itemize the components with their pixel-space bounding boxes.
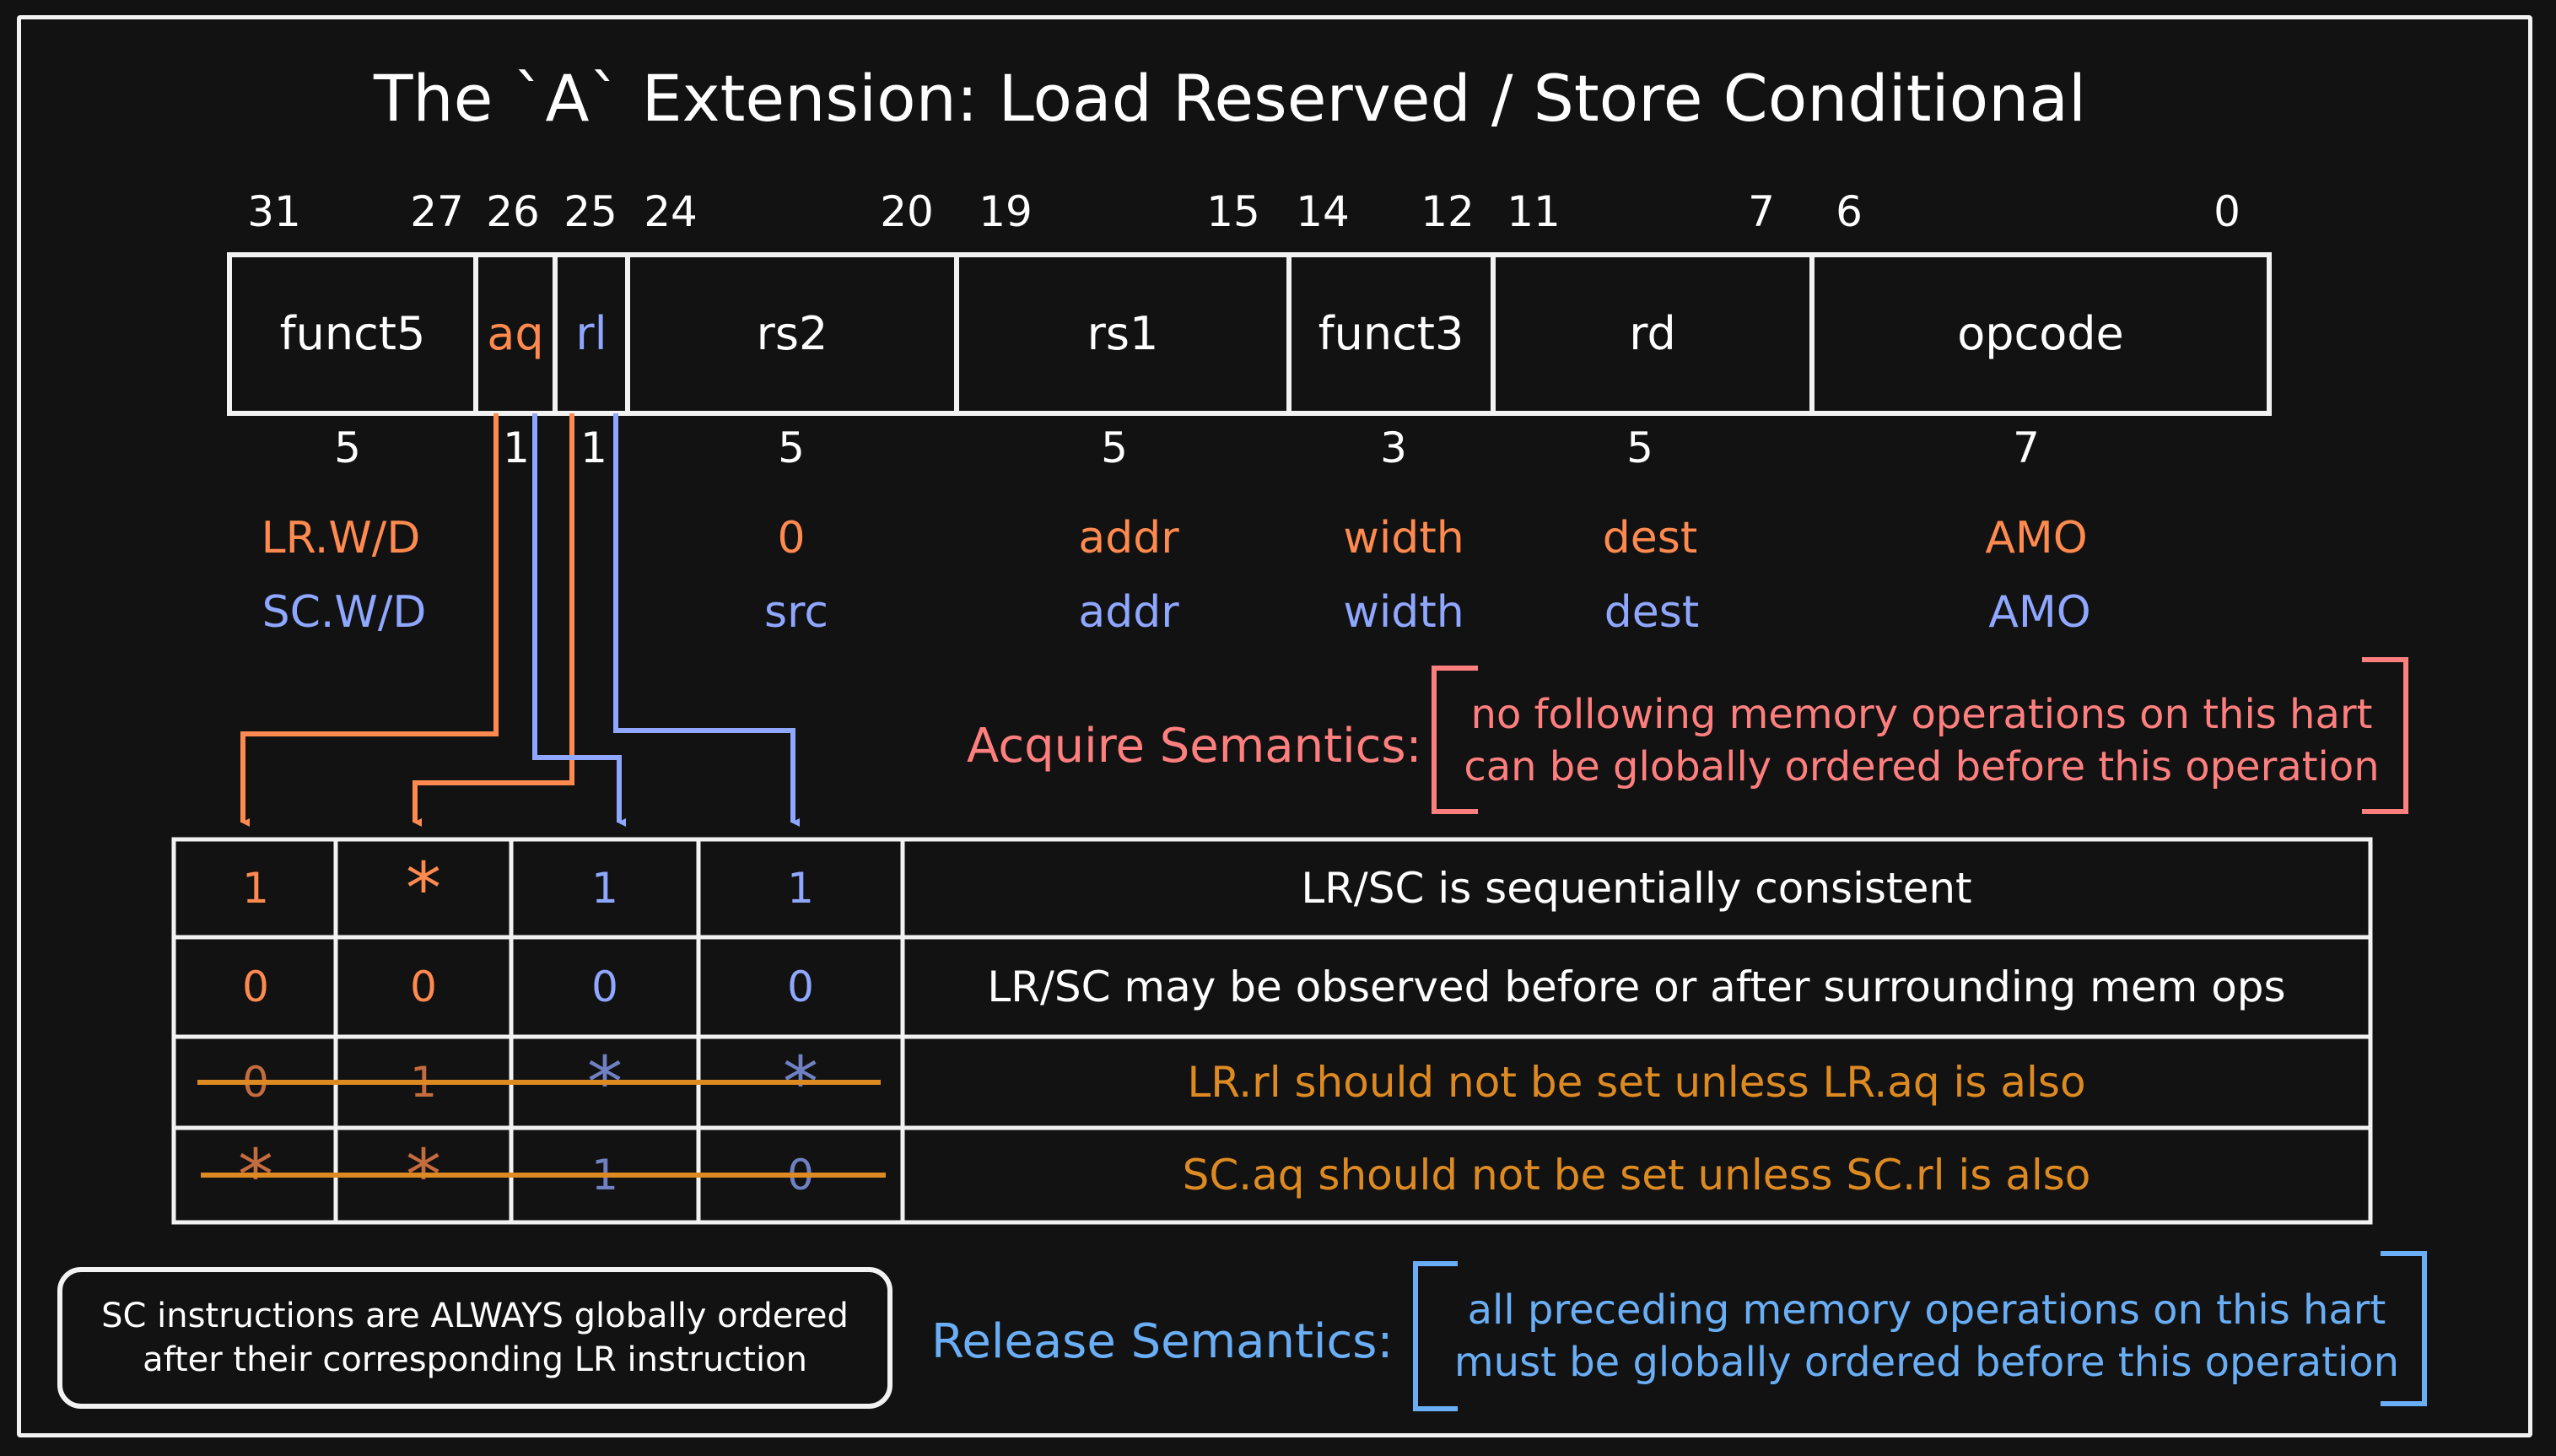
field-width: 7 <box>2013 423 2040 472</box>
diagram-title: The `A` Extension: Load Reserved / Store… <box>373 61 2087 136</box>
note-line-1: SC instructions are ALWAYS globally orde… <box>101 1297 849 1335</box>
sc-funct3: width <box>1343 587 1464 638</box>
field-width: 5 <box>1101 423 1128 472</box>
release-bracket-left <box>1413 1261 1458 1411</box>
lr-name: LR.W/D <box>261 513 421 564</box>
field-width: 1 <box>580 423 607 472</box>
table-row-description: LR.rl should not be set unless LR.aq is … <box>1187 1058 2086 1107</box>
table-row-description: SC.aq should not be set unless SC.rl is … <box>1182 1151 2091 1200</box>
lr-rs1: addr <box>1078 513 1179 564</box>
ordering-table <box>171 837 2373 1225</box>
release-label: Release Semantics: <box>931 1314 1394 1369</box>
bit-number: 31 <box>247 187 301 236</box>
release-bracket-right <box>2381 1251 2427 1406</box>
field-width: 5 <box>1626 423 1653 472</box>
sc-rd: dest <box>1604 587 1700 638</box>
field-width: 1 <box>503 423 530 472</box>
bit-number: 27 <box>410 187 464 236</box>
table-cell: 1 <box>242 864 269 913</box>
lr-rs2: 0 <box>777 513 806 564</box>
aq-lr-arrow <box>240 413 499 827</box>
release-line-2: must be globally ordered before this ope… <box>1453 1339 2400 1386</box>
field-rs1: rs1 <box>1087 306 1159 360</box>
sc-rs1: addr <box>1078 587 1179 638</box>
lr-rd: dest <box>1602 513 1698 564</box>
table-cell: 1 <box>591 864 618 913</box>
bit-number: 6 <box>1836 187 1863 236</box>
bit-number: 26 <box>486 187 540 236</box>
sc-opcode: AMO <box>1988 587 2091 638</box>
table-row-description: LR/SC is sequentially consistent <box>1301 864 1972 913</box>
rl-sc-arrow <box>613 413 800 827</box>
bit-number: 7 <box>1748 187 1775 236</box>
field-funct3: funct3 <box>1318 306 1464 360</box>
field-width: 5 <box>334 423 361 472</box>
rl-lr-arrow <box>532 413 626 827</box>
field-funct5: funct5 <box>279 306 426 360</box>
acquire-line-1: no following memory operations on this h… <box>1470 691 2373 738</box>
field-aq: aq <box>487 306 544 360</box>
bit-number: 24 <box>644 187 698 236</box>
bit-number: 15 <box>1206 187 1260 236</box>
sc-rs2: src <box>764 587 828 638</box>
table-cell: 0 <box>242 963 269 1011</box>
bit-number: 19 <box>979 187 1033 236</box>
table-cell-wildcard: * <box>406 847 441 930</box>
bit-number: 14 <box>1296 187 1350 236</box>
field-opcode: opcode <box>1957 306 2124 360</box>
bit-number: 25 <box>564 187 617 236</box>
acquire-definition: no following memory operations on this h… <box>1446 688 2397 793</box>
sc-name: SC.W/D <box>262 587 427 638</box>
bit-number: 20 <box>880 187 934 236</box>
lr-opcode: AMO <box>1985 513 2088 564</box>
table-cell: 0 <box>787 963 814 1011</box>
acquire-label: Acquire Semantics: <box>967 719 1422 774</box>
bit-number: 11 <box>1507 187 1561 236</box>
bit-number: 12 <box>1421 187 1475 236</box>
field-rs2: rs2 <box>756 306 828 360</box>
table-cell: 0 <box>591 963 618 1011</box>
sc-ordering-note: SC instructions are ALWAYS globally orde… <box>57 1267 892 1409</box>
aq-sc-arrow <box>413 413 574 827</box>
bit-number: 0 <box>2214 187 2241 236</box>
release-line-1: all preceding memory operations on this … <box>1467 1286 2386 1334</box>
acquire-line-2: can be globally ordered before this oper… <box>1464 743 2380 790</box>
release-definition: all preceding memory operations on this … <box>1437 1284 2416 1389</box>
table-row-description: LR/SC may be observed before or after su… <box>987 963 2286 1011</box>
table-cell: 1 <box>787 864 814 913</box>
note-line-2: after their corresponding LR instruction <box>143 1340 807 1379</box>
diagram-frame <box>17 15 2532 1437</box>
acquire-bracket-right <box>2362 657 2408 814</box>
lr-funct3: width <box>1343 513 1464 564</box>
field-width: 5 <box>778 423 805 472</box>
field-width: 3 <box>1380 423 1407 472</box>
field-rl: rl <box>575 306 607 360</box>
field-rd: rd <box>1629 306 1676 360</box>
instruction-format-box <box>227 252 2272 416</box>
table-cell: 0 <box>410 963 437 1011</box>
acquire-bracket-left <box>1432 666 1478 814</box>
